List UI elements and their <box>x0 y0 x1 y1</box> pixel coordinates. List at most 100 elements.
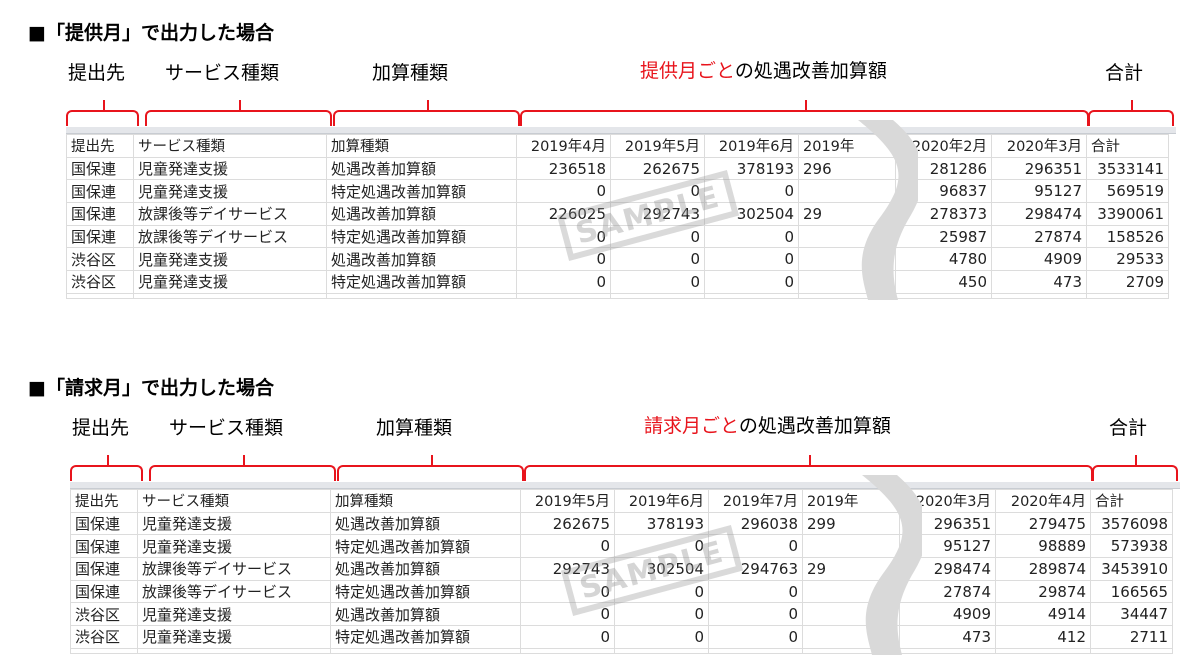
table-cell[interactable]: 298474 <box>991 202 1087 226</box>
table-cell[interactable]: 158526 <box>1086 224 1169 249</box>
table-cell[interactable]: 国保連 <box>66 179 134 204</box>
table-cell[interactable]: 569519 <box>1086 179 1169 204</box>
table-cell[interactable]: 296 <box>798 156 896 181</box>
table-cell[interactable]: 2709 <box>1086 270 1169 294</box>
header-cell[interactable]: サービス種類 <box>137 489 331 513</box>
table-cell[interactable]: 処遇改善加算額 <box>330 602 521 627</box>
table-cell[interactable]: 国保連 <box>70 557 138 581</box>
header-cell[interactable]: 加算種類 <box>330 489 521 513</box>
table-cell[interactable]: 特定処遇改善加算額 <box>330 534 521 559</box>
table-cell[interactable]: 296351 <box>899 511 996 536</box>
table-cell[interactable]: 渋谷区 <box>66 270 134 294</box>
table-cell[interactable]: 児童発達支援 <box>137 511 331 536</box>
table-cell[interactable]: 放課後等デイサービス <box>137 579 331 604</box>
table-cell[interactable]: 渋谷区 <box>66 247 134 272</box>
table-cell[interactable]: 96837 <box>895 179 992 204</box>
table-cell[interactable]: 2711 <box>1090 625 1173 649</box>
table-cell[interactable]: 処遇改善加算額 <box>326 247 517 272</box>
table-cell[interactable]: 95127 <box>991 179 1087 204</box>
table-cell[interactable]: 166565 <box>1090 579 1173 604</box>
table-cell[interactable]: 412 <box>995 625 1091 649</box>
table-cell[interactable]: 0 <box>614 625 709 649</box>
header-cell[interactable]: 加算種類 <box>326 134 517 158</box>
table-cell[interactable]: 0 <box>610 247 705 272</box>
table-cell[interactable]: 296351 <box>991 156 1087 181</box>
table-cell[interactable]: 0 <box>520 534 615 559</box>
table-cell[interactable]: 特定処遇改善加算額 <box>326 270 517 294</box>
header-cell[interactable]: 2019年4月 <box>516 134 611 158</box>
table-cell[interactable]: 放課後等デイサービス <box>137 557 331 581</box>
table-cell[interactable]: 0 <box>516 179 611 204</box>
header-cell[interactable]: 2019年6月 <box>704 134 799 158</box>
header-cell[interactable]: 合計 <box>1086 134 1169 158</box>
table-cell[interactable]: 特定処遇改善加算額 <box>326 224 517 249</box>
table-cell[interactable]: 放課後等デイサービス <box>133 202 327 226</box>
table-cell[interactable]: 29533 <box>1086 247 1169 272</box>
table-cell[interactable]: 29874 <box>995 579 1091 604</box>
table-cell[interactable]: 473 <box>991 270 1087 294</box>
table-cell[interactable]: 4914 <box>995 602 1091 627</box>
table-cell[interactable]: 0 <box>704 224 799 249</box>
table-cell[interactable]: 処遇改善加算額 <box>330 557 521 581</box>
table-cell[interactable]: 473 <box>899 625 996 649</box>
table-cell[interactable]: 3576098 <box>1090 511 1173 536</box>
table-cell[interactable]: 特定処遇改善加算額 <box>330 625 521 649</box>
table-cell[interactable]: 児童発達支援 <box>137 602 331 627</box>
table-cell[interactable]: 573938 <box>1090 534 1173 559</box>
table-cell[interactable]: 児童発達支援 <box>133 247 327 272</box>
table-cell[interactable]: 処遇改善加算額 <box>330 511 521 536</box>
table-cell[interactable]: 3390061 <box>1086 202 1169 226</box>
table-cell[interactable]: 放課後等デイサービス <box>133 224 327 249</box>
table-cell[interactable]: 0 <box>610 270 705 294</box>
table-cell[interactable]: 国保連 <box>66 156 134 181</box>
table-cell[interactable]: 児童発達支援 <box>133 156 327 181</box>
header-cell[interactable]: 2020年4月 <box>995 489 1091 513</box>
header-cell[interactable]: 2020年3月 <box>991 134 1087 158</box>
table-cell[interactable]: 0 <box>708 579 803 604</box>
table-cell[interactable]: 279475 <box>995 511 1091 536</box>
header-cell[interactable]: 2019年6月 <box>614 489 709 513</box>
table-cell[interactable]: 0 <box>516 270 611 294</box>
table-cell[interactable]: 国保連 <box>66 224 134 249</box>
table-cell[interactable]: 0 <box>704 247 799 272</box>
table-cell[interactable]: 289874 <box>995 557 1091 581</box>
table-cell[interactable]: 児童発達支援 <box>137 534 331 559</box>
table-cell[interactable]: 処遇改善加算額 <box>326 156 517 181</box>
table-cell[interactable]: 27874 <box>991 224 1087 249</box>
table-cell[interactable]: 国保連 <box>66 202 134 226</box>
table-cell[interactable]: 4909 <box>991 247 1087 272</box>
table-cell[interactable]: 渋谷区 <box>70 602 138 627</box>
header-cell[interactable]: 2019年5月 <box>610 134 705 158</box>
header-cell[interactable]: 提出先 <box>66 134 134 158</box>
header-cell[interactable]: 提出先 <box>70 489 138 513</box>
table-cell[interactable]: 児童発達支援 <box>133 270 327 294</box>
table-cell[interactable]: 98889 <box>995 534 1091 559</box>
table-cell[interactable]: 国保連 <box>70 511 138 536</box>
header-cell[interactable]: 2019年5月 <box>520 489 615 513</box>
table-cell[interactable]: 3453910 <box>1090 557 1173 581</box>
table-cell[interactable]: 294763 <box>708 557 803 581</box>
table-cell[interactable]: 0 <box>614 602 709 627</box>
table-cell[interactable]: 児童発達支援 <box>137 625 331 649</box>
table-cell[interactable]: 国保連 <box>70 579 138 604</box>
table-cell[interactable]: 378193 <box>614 511 709 536</box>
table-cell[interactable]: 0 <box>708 625 803 649</box>
table-cell[interactable]: 262675 <box>610 156 705 181</box>
table-cell[interactable]: 処遇改善加算額 <box>326 202 517 226</box>
header-cell[interactable]: 合計 <box>1090 489 1173 513</box>
table-cell[interactable]: 236518 <box>516 156 611 181</box>
header-cell[interactable]: 2019年 <box>802 489 900 513</box>
table-cell[interactable]: 0 <box>708 602 803 627</box>
table-cell[interactable]: 450 <box>895 270 992 294</box>
header-cell[interactable]: 2020年2月 <box>895 134 992 158</box>
table-cell[interactable]: 特定処遇改善加算額 <box>330 579 521 604</box>
table-cell[interactable]: 児童発達支援 <box>133 179 327 204</box>
table-cell[interactable]: 渋谷区 <box>70 625 138 649</box>
table-cell[interactable]: 262675 <box>520 511 615 536</box>
table-cell[interactable]: 国保連 <box>70 534 138 559</box>
header-cell[interactable]: サービス種類 <box>133 134 327 158</box>
table-cell[interactable]: 0 <box>520 625 615 649</box>
table-cell[interactable]: 特定処遇改善加算額 <box>326 179 517 204</box>
table-cell[interactable]: 0 <box>704 270 799 294</box>
header-cell[interactable]: 2019年7月 <box>708 489 803 513</box>
